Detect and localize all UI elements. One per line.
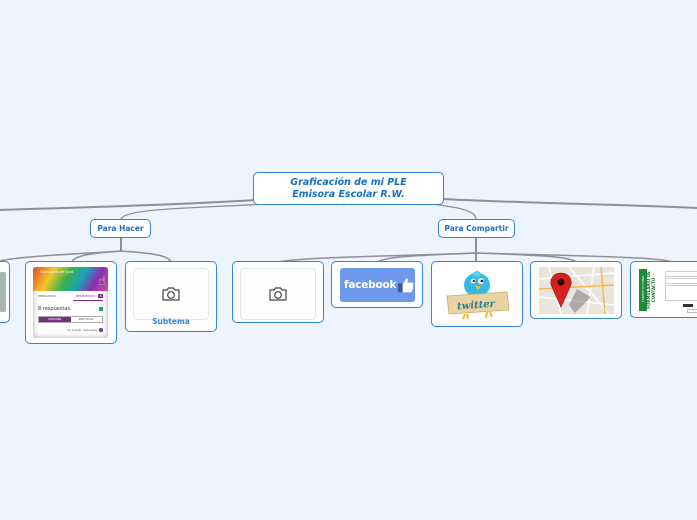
- root-title: Graficación de mi PLE Emisora Escolar R.…: [290, 176, 407, 200]
- leaf-subtema[interactable]: Subtema: [125, 261, 217, 332]
- twitter-sign: [446, 291, 510, 315]
- branch-label: Para Hacer: [97, 224, 144, 233]
- connector-root-left: [0, 199, 256, 211]
- form-header-banner: Formulario de Spot ☝: [33, 267, 108, 291]
- tab-answers: RESPUESTAS: [75, 294, 96, 298]
- map-pin-icon: [550, 272, 572, 308]
- google-form-screenshot: Formulario de Spot ☝ PREGUNTAS RESPUESTA…: [33, 267, 108, 338]
- tab-questions: PREGUNTAS: [38, 294, 57, 298]
- connector-hacer-left: [0, 250, 122, 262]
- tab-answers-group: RESPUESTAS 8: [76, 294, 103, 298]
- facebook-text: facebook: [344, 279, 397, 291]
- toggle-icon: [99, 328, 103, 332]
- image-placeholder[interactable]: [240, 268, 316, 320]
- facebook-logo: facebook: [340, 268, 415, 302]
- branch-para-hacer[interactable]: Para Hacer: [90, 219, 151, 238]
- answers-count-badge: 8: [98, 294, 103, 298]
- leaf-twitter-image[interactable]: twitter: [431, 261, 523, 327]
- camera-icon: [269, 287, 287, 301]
- thumbs-up-icon: [398, 278, 414, 293]
- cropped-image: [0, 272, 6, 312]
- captcha: [683, 304, 693, 307]
- form-field: [665, 278, 697, 284]
- pointer-hand-icon: ☝: [98, 274, 106, 289]
- leaf-google-maps-image[interactable]: [530, 261, 622, 319]
- form-textarea: [665, 285, 697, 301]
- leaf-google-form-image[interactable]: Formulario de Spot ☝ PREGUNTAS RESPUESTA…: [25, 261, 117, 344]
- image-placeholder[interactable]: [133, 268, 209, 320]
- subtema-label: Subtema: [152, 317, 190, 326]
- leaf-facebook-image[interactable]: facebook: [331, 261, 423, 308]
- form-title: Formulario de Spot: [40, 270, 74, 274]
- connector-root-hacer: [120, 203, 266, 220]
- green-label-text: CONTACTO FORM: [641, 275, 645, 303]
- accepting-text: Se aceptan respuestas: [67, 328, 97, 332]
- connector-root-compartir: [431, 203, 477, 220]
- tab-underline: [73, 300, 103, 301]
- leaf-cropped-image[interactable]: [0, 261, 10, 323]
- leaf-camera-placeholder[interactable]: [232, 261, 324, 323]
- camera-icon: [162, 287, 180, 301]
- green-side-label: CONTACTO FORM: [639, 269, 647, 311]
- connector-root-right: [441, 198, 697, 209]
- twitter-text: twitter: [457, 299, 496, 313]
- contact-form-title: FORMULARIO DE CONTACTO: [646, 271, 656, 309]
- sheets-icon: [99, 307, 103, 311]
- google-maps-image: [539, 267, 614, 314]
- contact-form-screenshot: CONTACTO FORM FORMULARIO DE CONTACTO: [637, 267, 697, 313]
- responses-text: 8 respuestas: [38, 306, 71, 312]
- branch-para-compartir[interactable]: Para Compartir: [438, 219, 515, 238]
- individual-button: INDIVIDUAL: [78, 318, 94, 321]
- send-button: [687, 309, 697, 313]
- root-node[interactable]: Graficación de mi PLE Emisora Escolar R.…: [253, 172, 444, 205]
- form-field: [665, 271, 697, 277]
- branch-label: Para Compartir: [444, 224, 509, 233]
- twitter-logo: twitter: [446, 271, 510, 320]
- leaf-contact-form-image[interactable]: CONTACTO FORM FORMULARIO DE CONTACTO: [630, 261, 697, 318]
- summary-button: RESUMEN: [39, 317, 71, 322]
